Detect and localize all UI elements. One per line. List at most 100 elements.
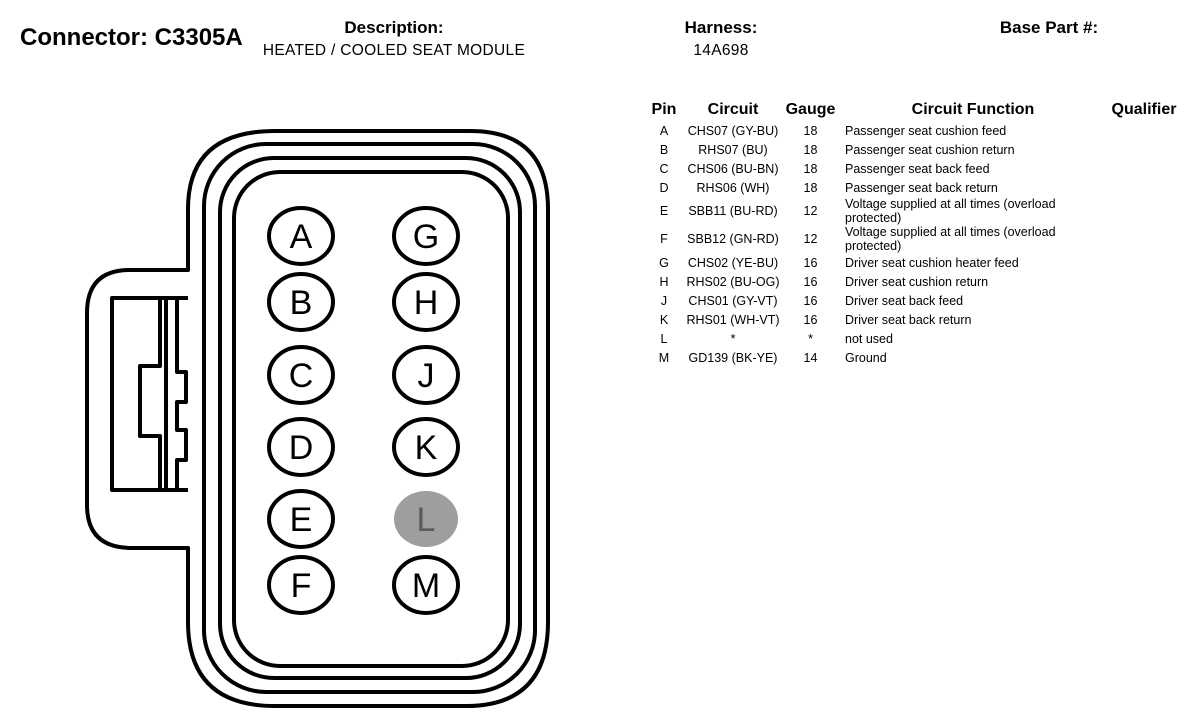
qualifier-cell xyxy=(1108,121,1180,140)
pin-label: C xyxy=(289,357,314,395)
connector-housing xyxy=(85,129,550,708)
pin-label: G xyxy=(413,218,439,256)
circuit-cell: GD139 (BK-YE) xyxy=(688,350,778,365)
gauge-cell: 18 xyxy=(803,161,818,176)
pin-label: E xyxy=(290,501,313,539)
function-cell: Driver seat cushion return xyxy=(845,274,989,289)
circuit-cell: RHS01 (WH-VT) xyxy=(686,312,780,327)
pin-j: J xyxy=(392,345,460,405)
function-column-header: Circuit Function xyxy=(911,101,1035,118)
qualifier-cell xyxy=(1108,253,1180,272)
pin-cell: A xyxy=(659,123,669,138)
pin-b: B xyxy=(267,272,335,332)
pin-circle xyxy=(267,417,335,477)
latch-notch xyxy=(138,296,162,492)
connector-title: Connector: C3305A xyxy=(20,24,243,51)
pin-label: A xyxy=(290,218,313,256)
pin-circle xyxy=(392,417,460,477)
qualifier-cell xyxy=(1108,272,1180,291)
pin-circle xyxy=(267,555,335,615)
function-cell: Passenger seat cushion return xyxy=(845,142,1015,157)
pin-circle xyxy=(267,489,335,549)
pin-circle xyxy=(392,345,460,405)
description-value: HEATED / COOLED SEAT MODULE xyxy=(262,42,526,59)
qualifier-cell xyxy=(1108,329,1180,348)
circuit-cell: RHS02 (BU-OG) xyxy=(686,274,780,289)
qualifier-cell xyxy=(1108,178,1180,197)
qualifier-cell xyxy=(1108,140,1180,159)
pin-label: J xyxy=(418,357,435,395)
pin-d: D xyxy=(267,417,335,477)
function-cell: Voltage supplied at all times (overload … xyxy=(845,225,1056,253)
description-label: Description: xyxy=(344,18,444,37)
circuit-cell: CHS07 (GY-BU) xyxy=(687,123,779,138)
function-cell: Ground xyxy=(845,350,887,365)
pin-column-header: Pin xyxy=(651,101,677,118)
pin-c: C xyxy=(267,345,335,405)
function-cell: not used xyxy=(845,331,893,346)
pin-cell: H xyxy=(659,274,669,289)
pin-e: E xyxy=(267,489,335,549)
pin-k: K xyxy=(392,417,460,477)
function-cell: Driver seat back feed xyxy=(845,293,964,308)
qualifier-cell xyxy=(1108,291,1180,310)
gauge-cell: 18 xyxy=(803,123,818,138)
table-row: B RHS07 (BU) 18 Passenger seat cushion retu… xyxy=(645,140,1180,159)
circuit-cell: SBB11 (BU-RD) xyxy=(688,204,778,218)
gauge-cell: 14 xyxy=(803,350,818,365)
gauge-cell: 16 xyxy=(803,255,818,270)
pin-cell: J xyxy=(660,293,668,308)
circuit-cell: RHS07 (BU) xyxy=(698,142,768,157)
housing-inner-ring-2 xyxy=(218,156,522,680)
pin-label: M xyxy=(412,567,440,605)
function-cell: Driver seat back return xyxy=(845,312,972,327)
pin-circle xyxy=(394,491,458,547)
latch-groove-right xyxy=(175,296,188,492)
base-part-label: Base Part #: xyxy=(999,18,1099,37)
pin-cell: B xyxy=(659,142,669,157)
pin-circle xyxy=(392,272,460,332)
table-row: L * * not used xyxy=(645,329,1180,348)
pin-l: L xyxy=(394,491,458,547)
table-row: A CHS07 (GY-BU) 18 Passenger seat cushion f… xyxy=(645,121,1180,140)
pin-cell: E xyxy=(659,204,669,218)
circuit-cell: CHS06 (BU-BN) xyxy=(687,161,779,176)
latch-outline xyxy=(110,296,188,492)
function-cell: Passenger seat back feed xyxy=(845,161,990,176)
pin-g: G xyxy=(392,206,460,266)
pin-label: L xyxy=(417,501,436,539)
harness-value: 14A698 xyxy=(693,42,749,59)
circuit-cell: SBB12 (GN-RD) xyxy=(687,232,779,246)
pin-circle xyxy=(392,206,460,266)
gauge-cell: * xyxy=(808,331,813,346)
circuit-cell: * xyxy=(730,331,736,346)
table-row: C CHS06 (BU-BN) 18 Passenger seat back feed xyxy=(645,159,1180,178)
gauge-cell: 18 xyxy=(803,142,818,157)
circuit-column-header: Circuit xyxy=(707,101,759,118)
pin-h: H xyxy=(392,272,460,332)
pin-label: F xyxy=(291,567,312,605)
gauge-cell: 18 xyxy=(803,180,818,195)
pin-circle xyxy=(267,206,335,266)
pin-cell: L xyxy=(660,331,668,346)
pin-m: M xyxy=(392,555,460,615)
gauge-cell: 16 xyxy=(803,274,818,289)
function-cell: Passenger seat cushion feed xyxy=(845,123,1007,138)
housing-inner-ring xyxy=(202,142,537,694)
gauge-column-header: Gauge xyxy=(785,101,836,118)
pin-cell: C xyxy=(659,161,669,176)
circuit-cell: CHS02 (YE-BU) xyxy=(687,255,779,270)
gauge-cell: 12 xyxy=(803,232,818,246)
function-cell: Driver seat cushion heater feed xyxy=(845,255,1019,270)
pin-circle xyxy=(267,272,335,332)
function-cell: Voltage supplied at all times (overload … xyxy=(845,197,1056,225)
function-cell: Passenger seat back return xyxy=(845,180,998,195)
gauge-cell: 16 xyxy=(803,312,818,327)
